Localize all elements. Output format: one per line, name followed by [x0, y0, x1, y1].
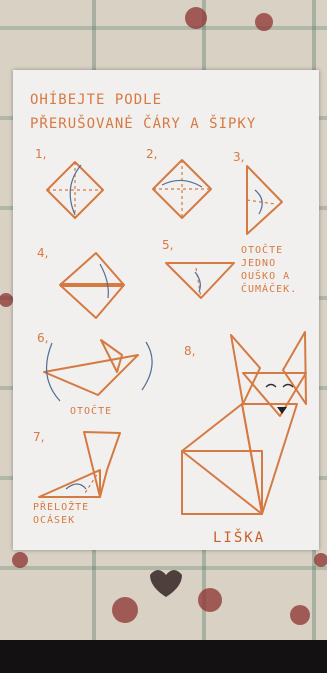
- fox-label: LIŠKA: [213, 530, 265, 546]
- step-number-3: 3,: [233, 150, 244, 164]
- fox-ear-left: [231, 335, 260, 404]
- step-number-4: 4,: [37, 246, 48, 260]
- instruction-subtitle: PŘERUŠOVANÉ ČÁRY A ŠIPKY: [30, 116, 256, 132]
- fox-body-center: [182, 404, 262, 514]
- step-number-2: 2,: [146, 147, 157, 161]
- step7-tail: [39, 470, 100, 497]
- step5-note: OTOČTE JEDNO OUŠKO A ČUMÁČEK.: [241, 244, 297, 296]
- step7-note: PŘELOŽTE OCÁSEK: [33, 501, 89, 527]
- step3-triangle: [247, 166, 282, 234]
- instruction-title: OHÍBEJTE PODLE: [30, 92, 162, 108]
- step6-ear: [101, 340, 122, 372]
- step6-note: OTOČTE: [70, 405, 112, 418]
- step6-shape: [44, 355, 138, 395]
- step-number-8: 8,: [184, 344, 195, 358]
- fox-body-right: [242, 404, 297, 514]
- fox-face: [243, 373, 306, 416]
- step-number-7: 7,: [33, 430, 44, 444]
- step-number-5: 5,: [162, 238, 173, 252]
- step-number-6: 6,: [37, 331, 48, 345]
- step-number-1: 1,: [35, 147, 46, 161]
